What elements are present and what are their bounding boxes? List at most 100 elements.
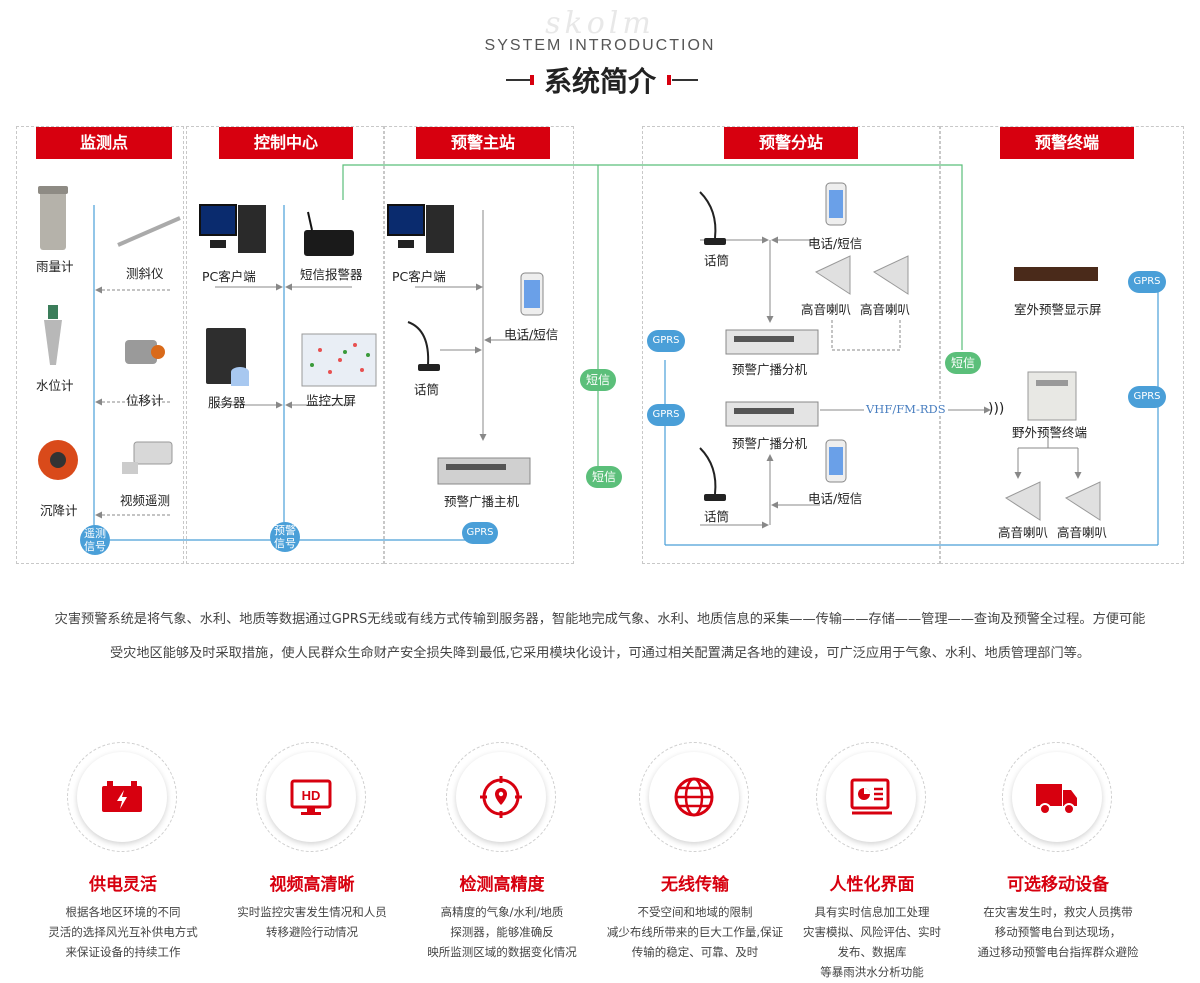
label-monitor-screen: 监控大屏 xyxy=(306,393,357,408)
feature-ring xyxy=(816,742,926,852)
feature-desc: 不受空间和地域的限制减少布线所带来的巨大工作量,保证传输的稳定、可靠、及时 xyxy=(606,905,784,959)
watermark-text: skolm xyxy=(545,6,655,41)
label-phone-main: 电话/短信 xyxy=(504,327,559,342)
column-frame-terminal xyxy=(940,126,1184,564)
label-rain-gauge: 雨量计 xyxy=(36,259,74,274)
settlement-device xyxy=(38,440,78,480)
title-mark-left xyxy=(530,75,534,85)
english-subtitle: SYSTEM INTRODUCTION xyxy=(484,37,716,54)
label-pc-main: PC客户端 xyxy=(392,269,446,284)
diagram-connections xyxy=(38,164,1159,546)
feature-ring xyxy=(1002,742,1112,852)
column-header-main: 预警主站 xyxy=(416,127,550,159)
label-outdoor-display: 室外预警显示屏 xyxy=(1014,302,1102,317)
water-level-device xyxy=(44,305,62,365)
vhf-label: VHF/FM-RDS xyxy=(864,402,948,416)
feature-title: 可选移动设备 xyxy=(1007,875,1109,895)
label-inclinometer: 测斜仪 xyxy=(126,266,164,281)
horns-sub-device xyxy=(814,255,909,295)
label-mic-sub-top: 话筒 xyxy=(704,253,730,268)
column-header-monitor: 监测点 xyxy=(36,127,172,159)
title-mark-right xyxy=(667,75,671,85)
sub-broadcast-devices xyxy=(725,329,819,427)
feature-title: 无线传输 xyxy=(661,875,729,895)
pc-main-device xyxy=(387,204,454,253)
location-target-icon xyxy=(456,752,546,842)
pc-center-device xyxy=(199,204,266,253)
label-mic-main: 话筒 xyxy=(414,382,440,397)
column-header-control: 控制中心 xyxy=(219,127,353,159)
mic-sub-bottom-device xyxy=(699,447,726,501)
column-header-terminal: 预警终端 xyxy=(1000,127,1134,159)
gprs-cloud-icon: GPRS xyxy=(647,330,685,352)
dashboard-icon xyxy=(826,752,916,842)
column-frame-control xyxy=(186,126,384,564)
sms-cloud-icon: 短信 xyxy=(586,466,622,488)
intro-paragraph-line2: 受灾地区能够及时采取措施，使人民群众生命财产安全损失降到最低,它采用模块化设计，… xyxy=(109,646,1091,661)
label-field-terminal: 野外预警终端 xyxy=(1012,425,1088,440)
globe-icon xyxy=(649,752,739,842)
label-sms-alarm: 短信报警器 xyxy=(300,267,363,282)
gprs-cloud-icon: GPRS xyxy=(462,522,498,544)
svg-text:HD: HD xyxy=(302,788,321,803)
feature-desc: 实时监控灾害发生情况和人员转移避险行动情况 xyxy=(237,905,387,939)
remote-signal-badge: 遥测信号 xyxy=(80,525,110,555)
label-horn-term-1: 高音喇叭 xyxy=(998,525,1049,540)
server-device xyxy=(206,328,249,386)
column-frame-monitor xyxy=(16,126,184,564)
horns-terminal-device xyxy=(1004,481,1101,521)
hd-monitor-icon: HD xyxy=(266,752,356,842)
outdoor-display-device xyxy=(1014,267,1098,281)
label-phone-sub-bottom: 电话/短信 xyxy=(808,491,863,506)
feature-ring xyxy=(639,742,749,852)
mic-sub-top-device xyxy=(699,191,726,245)
gprs-cloud-icon: GPRS xyxy=(1128,386,1166,408)
intro-paragraph-line1: 灾害预警系统是将气象、水利、地质等数据通过GPRS无线或有线方式传输到服务器，智… xyxy=(54,612,1146,627)
gprs-cloud-icon: GPRS xyxy=(1128,271,1166,293)
column-header-sub: 预警分站 xyxy=(724,127,858,159)
displacement-device xyxy=(125,340,165,364)
feature-desc: 在灾害发生时，救灾人员携带移动预警电台到达现场，通过移动预警电台指挥群众避险 xyxy=(977,905,1139,959)
phone-sub-bottom-device xyxy=(825,439,847,483)
sms-cloud-icon: 短信 xyxy=(580,369,616,391)
label-horn-sub-1: 高音喇叭 xyxy=(801,302,852,317)
camera-device xyxy=(122,441,173,474)
label-horn-sub-2: 高音喇叭 xyxy=(860,302,911,317)
label-phone-sub-top: 电话/短信 xyxy=(808,236,863,251)
rain-gauge-device xyxy=(38,186,68,250)
label-broadcast-host: 预警广播主机 xyxy=(444,494,520,509)
wireless-signal-icon: ))) xyxy=(988,401,1005,417)
system-diagram: 监测点 控制中心 预警主站 预警分站 预警终端 xyxy=(16,126,1184,564)
battery-icon xyxy=(77,752,167,842)
feature-title: 视频高清晰 xyxy=(269,875,355,895)
broadcast-host-device xyxy=(437,457,531,485)
feature-ring xyxy=(256,742,366,852)
field-terminal-device xyxy=(1027,371,1077,421)
feature-ring xyxy=(446,742,556,852)
page-title: 系统简介 xyxy=(543,65,656,98)
gprs-cloud-icon: GPRS xyxy=(647,404,685,426)
feature-ring xyxy=(67,742,177,852)
label-horn-term-2: 高音喇叭 xyxy=(1057,525,1108,540)
label-displacement: 位移计 xyxy=(126,393,164,408)
feature-title: 检测高精度 xyxy=(459,875,545,895)
label-mic-sub-bottom: 话筒 xyxy=(704,509,730,524)
monitor-screen-device xyxy=(301,333,377,387)
feature-desc: 高精度的气象/水利/地质探测器，能够准确反映所监测区域的数据变化情况 xyxy=(427,905,577,959)
label-sub-broadcast-2: 预警广播分机 xyxy=(732,436,808,451)
title-line-right xyxy=(672,79,698,81)
feature-title: 供电灵活 xyxy=(89,875,157,895)
feature-desc: 根据各地区环境的不同灵活的选择风光互补供电方式来保证设备的持续工作 xyxy=(48,905,198,959)
feature-desc: 具有实时信息加工处理灾害模拟、风险评估、实时发布、数据库等暴雨洪水分析功能 xyxy=(803,905,941,979)
phone-main-device xyxy=(520,272,544,316)
warning-signal-badge: 预警信号 xyxy=(270,522,300,552)
label-server: 服务器 xyxy=(208,395,246,410)
sms-cloud-icon: 短信 xyxy=(945,352,981,374)
label-video: 视频遥测 xyxy=(120,493,171,508)
label-sub-broadcast-1: 预警广播分机 xyxy=(732,362,808,377)
sms-alarm-device xyxy=(304,211,354,256)
phone-sub-top-device xyxy=(825,182,847,226)
column-frame-main xyxy=(384,126,574,564)
truck-icon xyxy=(1012,752,1102,842)
label-pc-center: PC客户端 xyxy=(202,269,256,284)
